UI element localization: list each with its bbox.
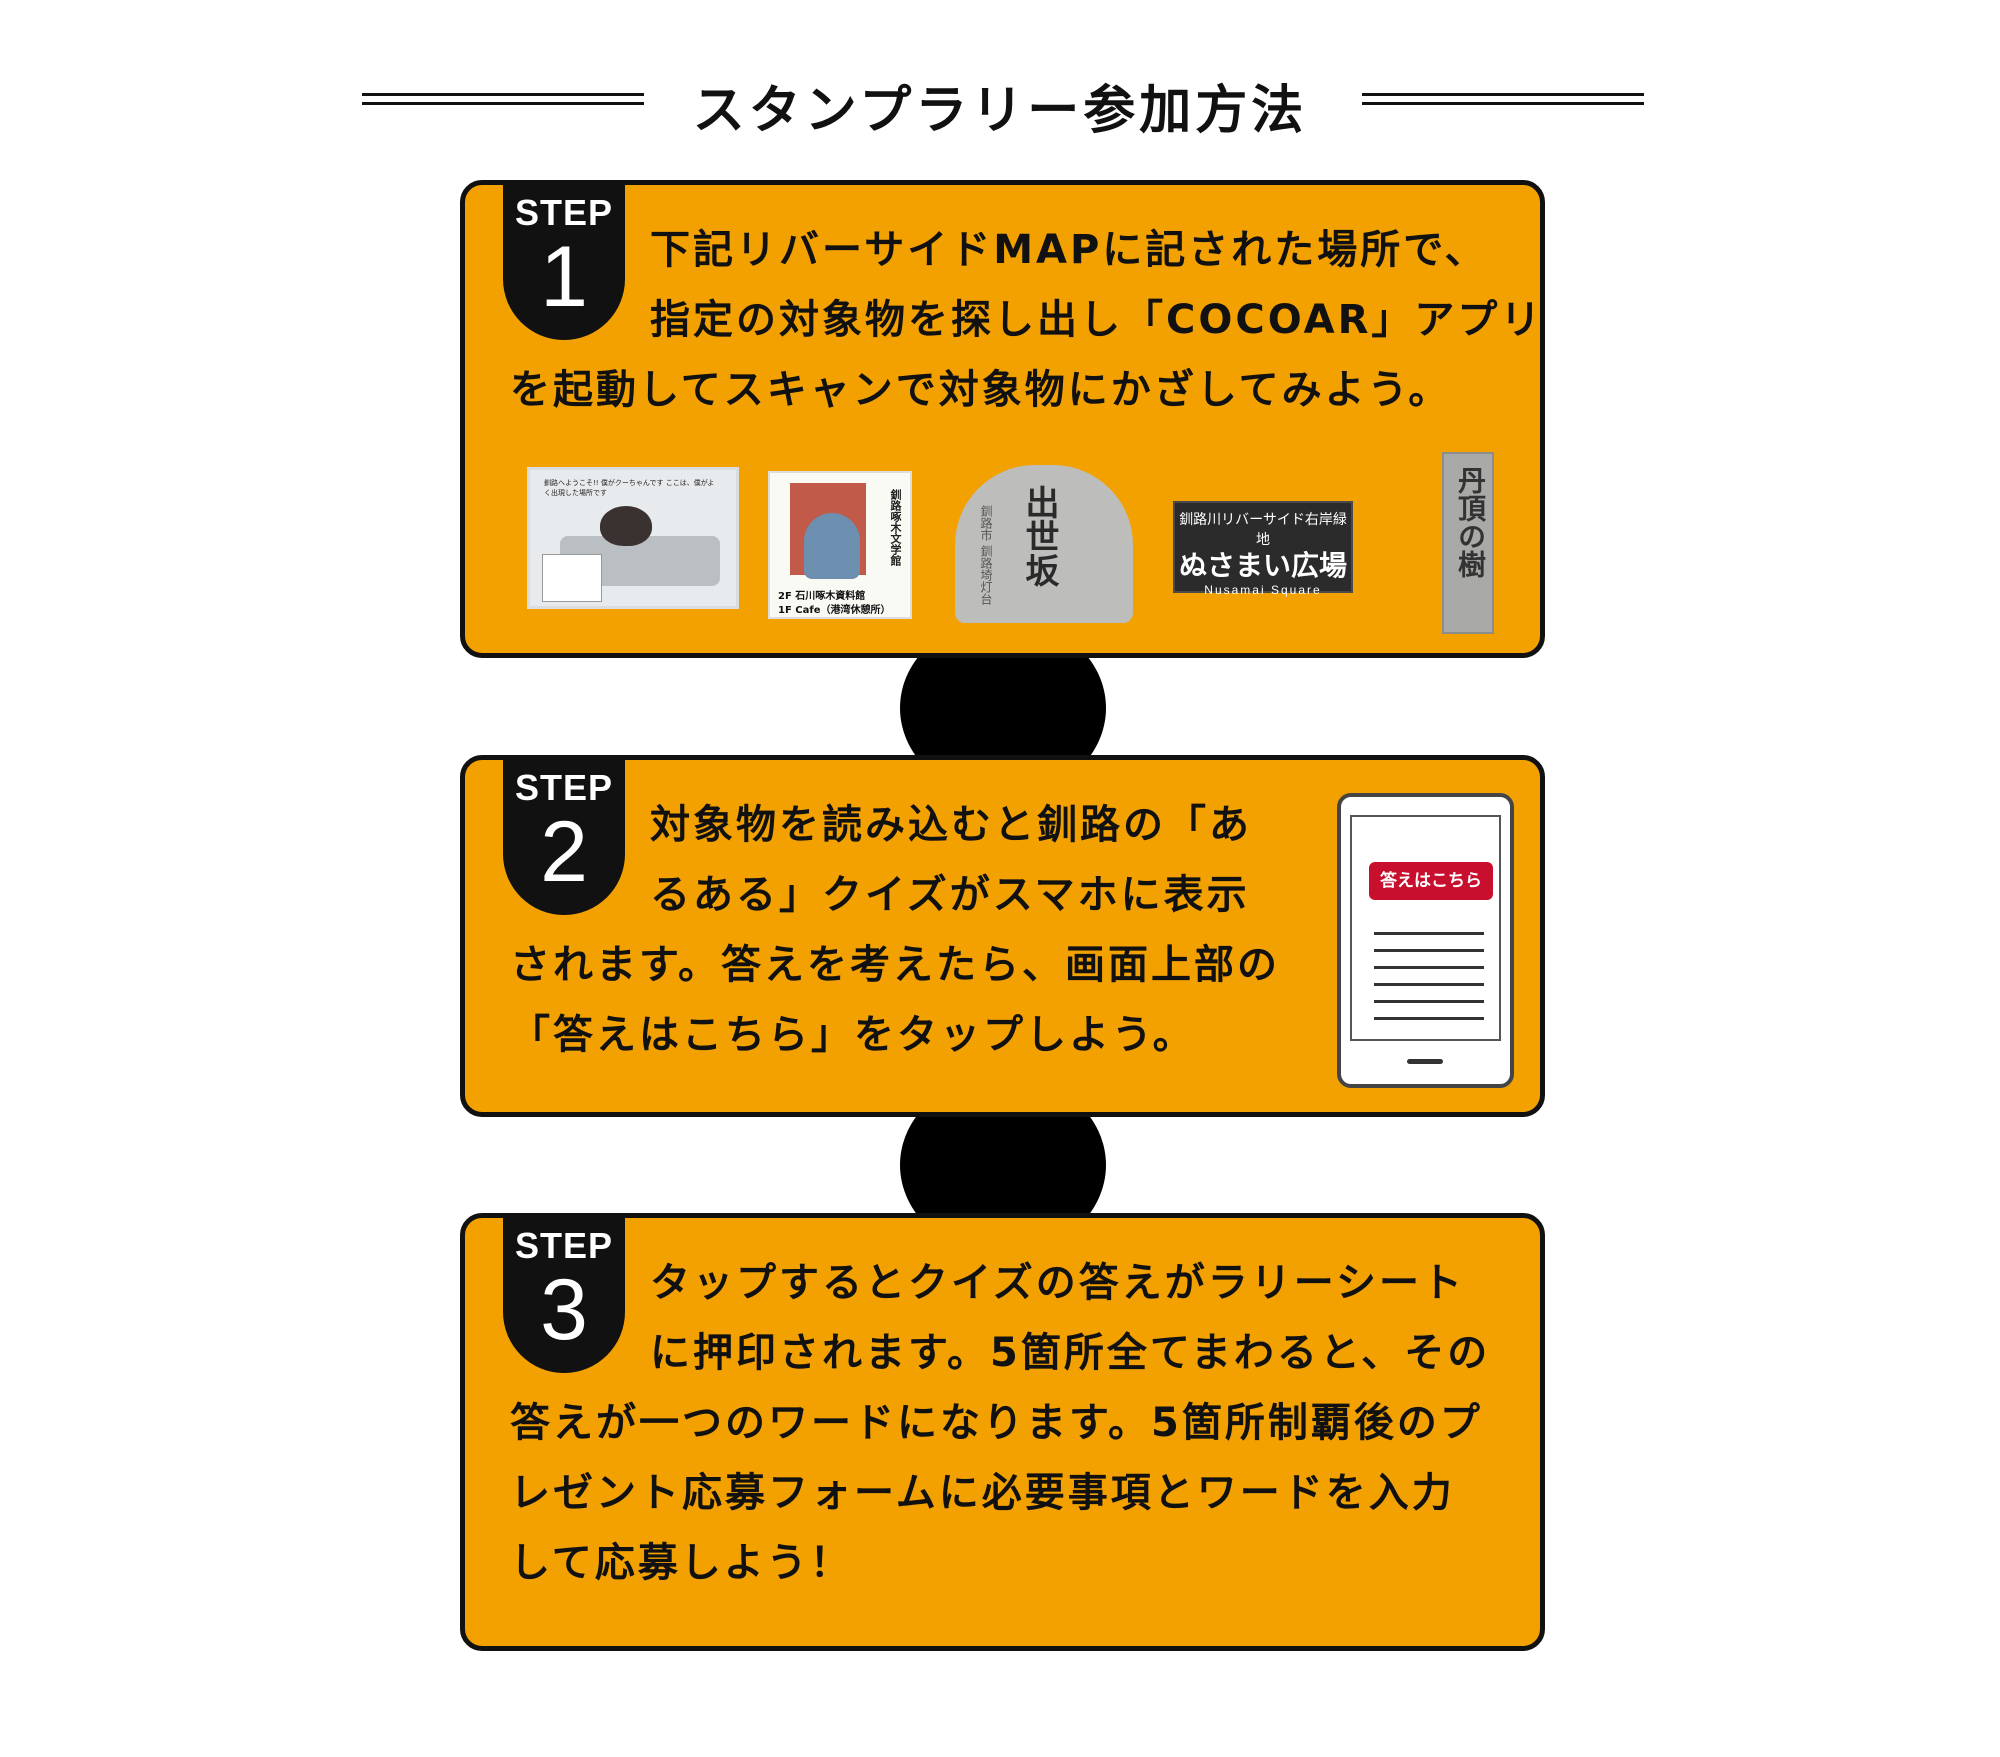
title-row: スタンプラリー参加方法: [0, 60, 2000, 141]
plaque-english-text: Nusamai Square: [1204, 583, 1322, 597]
step-label: STEP: [514, 1225, 614, 1266]
step-text-line: タップするとクイズの答えがラリーシート: [650, 1260, 1465, 1306]
step-text-line: して応募しよう！: [510, 1540, 853, 1586]
museum-sign-photo: 釧路啄木文学館 2F 石川啄木資料館 1F Cafe（港湾休憩所）: [768, 471, 912, 619]
step-3-text: タップするとクイズの答えがラリーシート に押印されます。5箇所全てまわると、その…: [510, 1248, 1490, 1598]
tablet-screen: 答えはこちら: [1350, 815, 1501, 1041]
step-badge: STEP 1: [503, 180, 625, 340]
stone-small-carving: 釧路市 釧路埼灯台: [979, 505, 993, 605]
step-badge: STEP 3: [503, 1213, 625, 1373]
step-3-card: STEP 3 タップするとクイズの答えがラリーシート に押印されます。5箇所全て…: [460, 1213, 1545, 1651]
step-text-line: レゼント応募フォームに必要事項とワードを入力: [510, 1470, 1455, 1516]
step-label: STEP: [514, 192, 614, 233]
text-line-shape: [1374, 932, 1484, 935]
step-text-line: を起動してスキャンで対象物にかざしてみよう。: [510, 367, 1452, 413]
step-2-text: 対象物を読み込むと釧路の「あ るある」クイズがスマホに表示 されます。答えを考え…: [510, 790, 1280, 1070]
text-line-shape: [1374, 1017, 1484, 1020]
text-line-shape: [1374, 1000, 1484, 1003]
home-indicator-shape: [1407, 1059, 1443, 1064]
stone-monument-photo: 出世坂 釧路市 釧路埼灯台: [955, 465, 1133, 623]
stone-carving: 出世坂: [1019, 485, 1059, 587]
step-number: 1: [540, 229, 588, 325]
nusamai-plaque-photo: 釧路川リバーサイド右岸緑地 ぬさまい広場 Nusamai Square: [1173, 501, 1353, 597]
step-1-card: STEP 1 下記リバーサイドMAPに記された場所で、 指定の対象物を探し出し「…: [460, 180, 1545, 658]
portrait-shape: [804, 513, 860, 579]
step-text-line: るある」クイズがスマホに表示: [650, 872, 1250, 918]
step-text-line: 指定の対象物を探し出し「COCOAR」アプリ: [650, 297, 1544, 343]
step-text-line: 対象物を読み込むと釧路の「あ: [650, 802, 1252, 848]
step-text-line: 答えが一つのワードになります。5箇所制覇後のプ: [510, 1400, 1483, 1446]
step-text-line: されます。答えを考えたら、画面上部の: [510, 942, 1280, 988]
step-badge: STEP 2: [503, 755, 625, 915]
text-line-shape: [1374, 949, 1484, 952]
title-rule-right: [1362, 93, 1644, 105]
stone-pillar-photo: 丹頂の樹: [1442, 452, 1494, 634]
museum-floor-2f: 2F 石川啄木資料館: [778, 591, 866, 602]
page-title: スタンプラリー参加方法: [692, 81, 1308, 141]
plaque-top-text: 釧路川リバーサイド右岸緑地: [1179, 512, 1347, 548]
step-text-line: 下記リバーサイドMAPに記された場所で、: [650, 227, 1488, 273]
step-text-line: 「答えはこちら」をタップしよう。: [510, 1012, 1196, 1058]
step-text-line: に押印されます。5箇所全てまわると、その: [650, 1330, 1491, 1376]
otter-shape: [600, 506, 652, 546]
step-number: 2: [540, 804, 588, 900]
plaque-main-text: ぬさまい広場: [1178, 549, 1347, 582]
step-number: 3: [540, 1262, 588, 1358]
answer-button-illustration: 答えはこちら: [1369, 862, 1493, 900]
pillar-carving: 丹頂の樹: [1454, 466, 1487, 578]
text-line-shape: [1374, 966, 1484, 969]
info-panel-shape: [542, 554, 602, 602]
text-line-shape: [1374, 983, 1484, 986]
step-2-card: STEP 2 対象物を読み込むと釧路の「あ るある」クイズがスマホに表示 されま…: [460, 755, 1545, 1117]
step-1-text: 下記リバーサイドMAPに記された場所で、 指定の対象物を探し出し「COCOAR」…: [510, 215, 1543, 425]
otter-sign-caption: 釧路へようこそ!! 僕がクーちゃんです ここは、僕がよく出現した場所です: [544, 479, 715, 497]
museum-floor-1f: 1F Cafe（港湾休憩所）: [778, 605, 891, 616]
otter-sign-photo: 釧路へようこそ!! 僕がクーちゃんです ここは、僕がよく出現した場所です: [527, 467, 739, 609]
step-label: STEP: [514, 767, 614, 808]
tablet-illustration: 答えはこちら: [1337, 793, 1514, 1088]
title-rule-left: [362, 93, 644, 105]
museum-vertical-name: 釧路啄木文学館: [889, 489, 902, 566]
